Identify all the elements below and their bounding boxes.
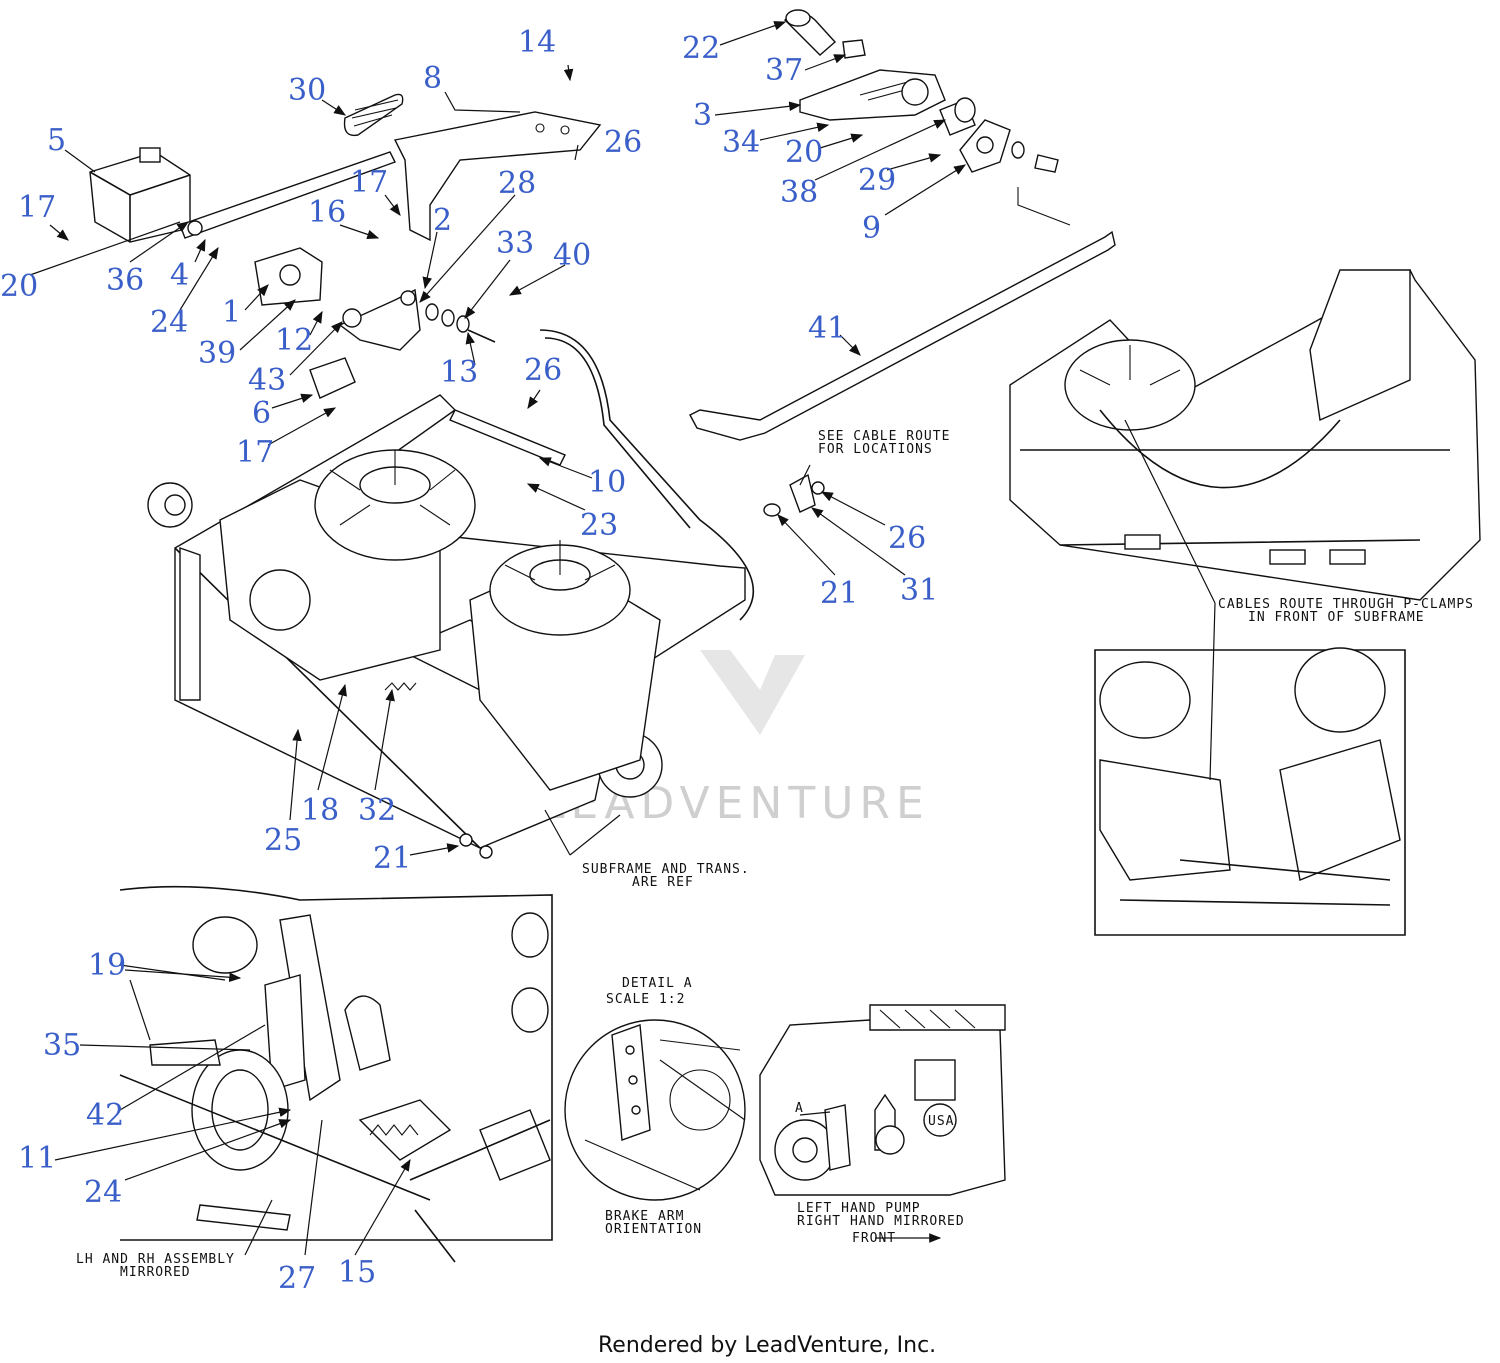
- callout-8: 8: [423, 61, 442, 96]
- callout-17-top: 17: [350, 165, 388, 200]
- footer-credit: Rendered by LeadVenture, Inc.: [598, 1333, 936, 1358]
- note-subframe-1: SUBFRAME AND TRANS.: [582, 862, 750, 877]
- callout-41: 41: [808, 311, 846, 346]
- callout-15: 15: [338, 1255, 376, 1290]
- callout-2: 2: [433, 203, 452, 238]
- grip-30: [343, 93, 404, 137]
- callout-24-bottom: 24: [84, 1175, 122, 1210]
- note-pump-2: RIGHT HAND MIRRORED: [797, 1214, 965, 1229]
- callout-26-top: 26: [604, 125, 642, 160]
- brake-cable: [539, 329, 755, 621]
- callout-28: 28: [498, 166, 536, 201]
- callout-22: 22: [682, 31, 720, 66]
- left-hand-pump-view: USA: [759, 1004, 1006, 1196]
- note-cable-route-1: SEE CABLE ROUTE: [818, 429, 950, 444]
- callout-21-right: 21: [820, 576, 858, 611]
- rod-10: [449, 409, 566, 466]
- note-lhrh-2: MIRRORED: [120, 1265, 191, 1280]
- note-brake-1: BRAKE ARM: [605, 1209, 684, 1224]
- callout-33: 33: [496, 226, 534, 261]
- note-cables-2: IN FRONT OF SUBFRAME: [1248, 610, 1425, 625]
- pivot-bracket-1: [254, 247, 323, 306]
- bracket-6: [309, 357, 356, 399]
- callout-11: 11: [18, 1141, 56, 1176]
- callout-6: 6: [252, 396, 271, 431]
- callout-37: 37: [765, 53, 803, 88]
- callout-42: 42: [86, 1098, 124, 1133]
- callout-26-mid: 26: [524, 353, 562, 388]
- callout-1: 1: [222, 295, 241, 330]
- callout-26-right: 26: [888, 521, 926, 556]
- pedal-bracket-8: [393, 111, 602, 242]
- callout-14: 14: [518, 25, 556, 60]
- callout-3: 3: [693, 98, 712, 133]
- diagram-notes: SEE CABLE ROUTE FOR LOCATIONS CABLES ROU…: [76, 429, 1474, 1280]
- callout-9: 9: [862, 211, 881, 246]
- arm-3: [799, 69, 946, 121]
- control-rod-4: [179, 151, 396, 239]
- callout-17-left: 17: [18, 190, 56, 225]
- callout-leaders: [29, 21, 1216, 1256]
- spring-32: [384, 682, 417, 691]
- callout-34: 34: [722, 125, 760, 160]
- note-front: FRONT: [852, 1231, 896, 1246]
- callout-35: 35: [43, 1028, 81, 1063]
- left-fan: [314, 449, 476, 561]
- callout-5: 5: [47, 123, 66, 158]
- bottom-left-detail-view: [119, 885, 553, 1263]
- callout-19: 19: [88, 948, 126, 983]
- note-cable-route-2: FOR LOCATIONS: [818, 442, 933, 457]
- cable-route-view-top: [1009, 269, 1481, 601]
- callout-31: 31: [900, 573, 938, 608]
- callout-40: 40: [553, 238, 591, 273]
- bolts-21: [459, 833, 493, 859]
- callout-36: 36: [106, 263, 144, 298]
- note-lhrh-1: LH AND RH ASSEMBLY: [76, 1252, 235, 1267]
- note-subframe-2: ARE REF: [632, 875, 694, 890]
- cable-route-view-lower: [1094, 647, 1406, 936]
- note-detail-2: SCALE 1:2: [606, 992, 685, 1007]
- arm-2: [338, 288, 421, 351]
- note-brake-2: ORIENTATION: [605, 1222, 702, 1237]
- callout-10: 10: [588, 465, 626, 500]
- note-detail-mark: A: [795, 1101, 804, 1116]
- callout-18: 18: [301, 793, 339, 828]
- note-cables-1: CABLES ROUTE THROUGH P-CLAMPS: [1218, 597, 1474, 612]
- callout-13: 13: [440, 355, 478, 390]
- callout-30: 30: [288, 73, 326, 108]
- callout-16: 16: [308, 195, 346, 230]
- callout-20-left: 20: [0, 269, 38, 304]
- bushing-38: [939, 97, 976, 136]
- leadventure-watermark: LEADVENTURE: [540, 650, 930, 829]
- callout-29: 29: [858, 163, 896, 198]
- plate-9: [959, 119, 1059, 173]
- callout-27: 27: [278, 1261, 316, 1296]
- clip-37: [842, 39, 866, 59]
- callout-25: 25: [264, 823, 302, 858]
- right-fan: [489, 540, 631, 636]
- callout-43: 43: [248, 363, 286, 398]
- callout-32: 32: [358, 793, 396, 828]
- callout-12: 12: [275, 323, 313, 358]
- pump-usa-badge: USA: [928, 1114, 954, 1129]
- callout-4: 4: [170, 258, 189, 293]
- callout-17-mid: 17: [236, 435, 274, 470]
- rod-41: [689, 187, 1116, 441]
- callout-39: 39: [198, 336, 236, 371]
- callout-23: 23: [580, 508, 618, 543]
- callout-38: 38: [780, 175, 818, 210]
- callout-numbers: 14 22 30 8 37 5 3 26 34 20 17 28 17 16 3…: [0, 25, 938, 1296]
- washers-33: [425, 303, 496, 343]
- pin-22: [783, 9, 837, 56]
- callout-20-top: 20: [785, 135, 823, 170]
- detail-a-view: [564, 1019, 746, 1201]
- note-pump-1: LEFT HAND PUMP: [797, 1201, 921, 1216]
- bracket-5: [89, 147, 191, 243]
- p-clamp-31: [763, 473, 825, 517]
- callout-21-bottom: 21: [373, 841, 411, 876]
- callout-24-top: 24: [150, 305, 188, 340]
- note-detail-1: DETAIL A: [622, 976, 693, 991]
- watermark-text: LEADVENTURE: [540, 778, 930, 829]
